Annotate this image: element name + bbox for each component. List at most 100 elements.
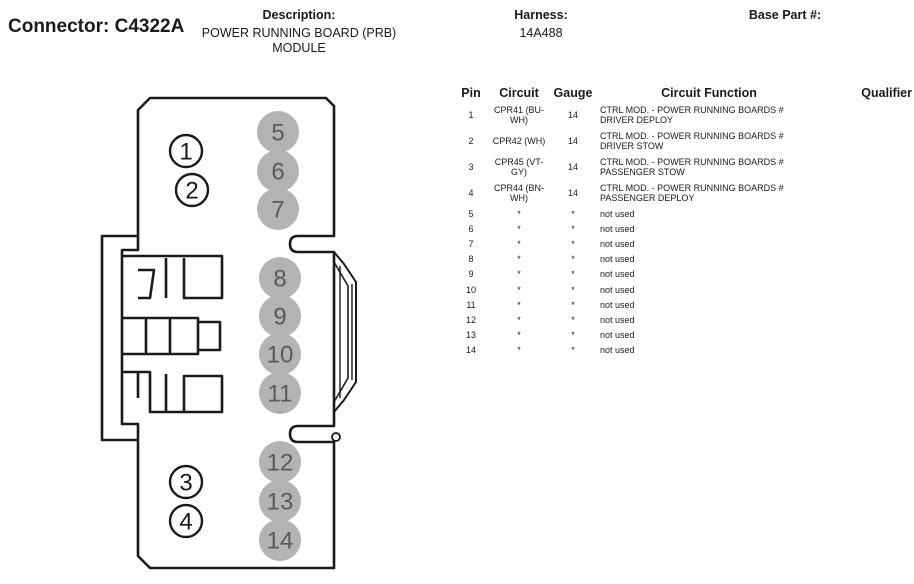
description-line-2: MODULE xyxy=(272,41,326,55)
cell-qualifier xyxy=(822,267,912,282)
cell-circuit: * xyxy=(488,206,550,221)
cell-function: not used xyxy=(596,297,822,312)
cell-qualifier xyxy=(822,252,912,267)
cell-pin: 3 xyxy=(468,162,474,172)
cell-function-line-1: not used xyxy=(600,223,635,234)
cavity-1: 1 xyxy=(168,133,204,169)
cavity-11: 11 xyxy=(259,372,301,414)
base-part-label: Base Part #: xyxy=(748,8,822,22)
cell-gauge: * xyxy=(571,284,575,295)
cell-gauge: * xyxy=(571,330,575,341)
cell-function-line-1: not used xyxy=(600,238,635,249)
cell-function: not used xyxy=(596,267,822,282)
cell-gauge: * xyxy=(571,314,575,325)
cavity-circle xyxy=(259,480,301,522)
cell-pin: 8 xyxy=(468,254,474,265)
cell-circuit-line-1: CPR42 (WH) xyxy=(492,136,546,146)
cell-circuit: CPR45 (VT-GY) xyxy=(488,154,550,180)
cavity-circle xyxy=(257,111,299,153)
notch-dot xyxy=(331,432,341,442)
cell-circuit-line-1: * xyxy=(517,238,521,249)
cell-function-line-2: DRIVER DEPLOY xyxy=(600,115,674,125)
cell-circuit-line-1: CPR44 (BN- xyxy=(493,183,544,193)
cell-pin: 12 xyxy=(465,314,476,325)
right-rib-inner xyxy=(333,261,349,403)
cell-circuit: * xyxy=(488,252,550,267)
cell-circuit: * xyxy=(488,267,550,282)
cell-function: not used xyxy=(596,252,822,267)
cell-function-line-1: CTRL MOD. - POWER RUNNING BOARDS # xyxy=(600,183,784,193)
cell-function: CTRL MOD. - POWER RUNNING BOARDS #PASSEN… xyxy=(596,154,822,180)
table-row: 13**not used xyxy=(454,328,912,343)
cavity-number: 10 xyxy=(267,342,294,369)
cell-circuit-line-1: * xyxy=(517,254,521,265)
cell-circuit-line-2: WH) xyxy=(510,193,528,203)
right-rib-outer xyxy=(333,251,357,413)
description-line-1: POWER RUNNING BOARD (PRB) xyxy=(201,26,397,40)
cell-qualifier xyxy=(822,328,912,343)
cell-circuit-line-1: * xyxy=(517,269,521,280)
cell-circuit-line-1: * xyxy=(517,345,521,356)
cell-circuit-line-1: * xyxy=(517,299,521,310)
cell-gauge: * xyxy=(571,223,575,234)
cell-function-line-1: not used xyxy=(600,254,635,265)
cavity-circle xyxy=(259,333,301,375)
harness-value: 14A488 xyxy=(519,26,563,40)
cell-function-line-1: not used xyxy=(600,269,635,280)
cell-qualifier xyxy=(822,206,912,221)
pinout-table: Pin Circuit Gauge Circuit Function Quali… xyxy=(454,86,912,358)
cell-qualifier xyxy=(822,102,912,128)
table-row: 8 * * not used xyxy=(454,252,912,267)
cell-circuit: * xyxy=(488,221,550,236)
cell-circuit: * xyxy=(488,343,550,358)
cell-gauge: 14 xyxy=(567,110,578,120)
cavity-14: 14 xyxy=(259,519,301,561)
cavity-number: 7 xyxy=(271,197,284,224)
cell-function-line-1: not used xyxy=(600,208,635,219)
cavity-number: 1 xyxy=(179,139,192,166)
connector-title: Connector: C4322A xyxy=(8,16,185,37)
cavity-circle xyxy=(174,172,210,208)
cell-function-line-2: PASSENGER DEPLOY xyxy=(600,193,695,203)
cavity-number: 12 xyxy=(267,450,294,477)
cell-circuit: * xyxy=(488,328,550,343)
cell-pin: 4 xyxy=(468,188,474,198)
cell-qualifier xyxy=(822,221,912,236)
description-label: Description: xyxy=(262,8,336,22)
cell-function-line-2: DRIVER STOW xyxy=(600,141,664,151)
cavity-number: 2 xyxy=(185,178,198,205)
cell-circuit: CPR44 (BN-WH) xyxy=(488,180,550,206)
cell-function-line-1: CTRL MOD. - POWER RUNNING BOARDS # xyxy=(600,105,784,115)
cell-circuit: * xyxy=(488,297,550,312)
cell-pin: 7 xyxy=(468,238,474,249)
table-row: 11 * * not used xyxy=(454,297,912,312)
cell-circuit-line-2: GY) xyxy=(510,167,527,177)
cell-function-line-1: not used xyxy=(600,284,635,295)
cavity-number: 11 xyxy=(268,381,293,408)
cell-gauge: * xyxy=(571,299,575,310)
table-row: 14**not used xyxy=(454,343,912,358)
table-row: 10**not used xyxy=(454,282,912,297)
cavity-circle xyxy=(259,295,301,337)
header-circuit-function: Circuit Function xyxy=(661,86,757,100)
table-header-row: Pin Circuit Gauge Circuit Function Quali… xyxy=(454,86,912,102)
cell-pin: 10 xyxy=(465,284,476,295)
cell-gauge: * xyxy=(571,254,575,265)
cell-pin: 11 xyxy=(466,299,476,310)
cavity-circle xyxy=(259,257,301,299)
cavity-4: 4 xyxy=(168,503,204,539)
cell-pin: 1 xyxy=(468,110,474,120)
cell-gauge: 14 xyxy=(567,188,578,198)
cell-function-line-1: CTRL MOD. - POWER RUNNING BOARDS # xyxy=(600,157,784,167)
left-bracket xyxy=(100,234,138,442)
cavity-7: 7 xyxy=(257,188,299,230)
cell-qualifier xyxy=(822,312,912,327)
cell-pin: 5 xyxy=(468,208,474,219)
cell-circuit: * xyxy=(488,312,550,327)
cell-circuit-line-1: * xyxy=(517,223,521,234)
cell-function-line-1: not used xyxy=(600,345,635,356)
